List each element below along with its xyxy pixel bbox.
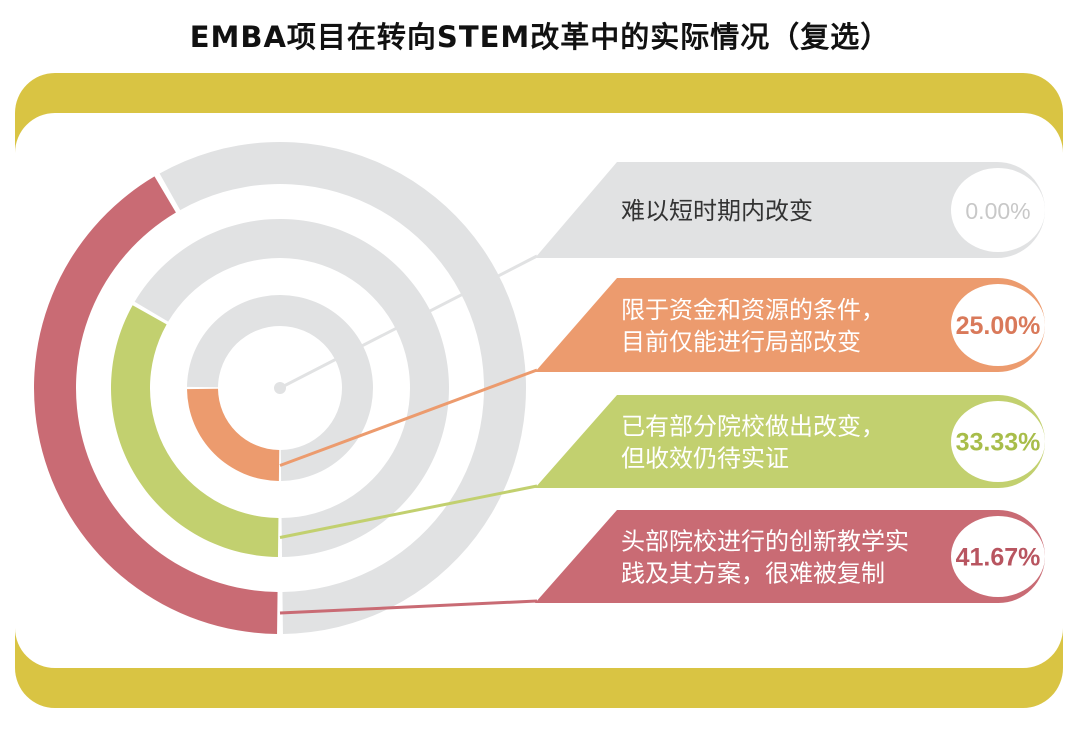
callout-box bbox=[535, 510, 1045, 603]
leader-line bbox=[279, 484, 538, 539]
callout-0: 0.00% 难以短时期内改变 bbox=[274, 162, 1045, 394]
track-3 bbox=[159, 142, 527, 634]
category-label: 践及其方案，很难被复制 bbox=[621, 560, 885, 588]
category-label: 难以短时期内改变 bbox=[621, 197, 813, 225]
center-dot bbox=[274, 382, 286, 394]
value-label: 0.00% bbox=[965, 198, 1030, 224]
leader-line bbox=[279, 254, 538, 390]
category-label: 目前仅能进行局部改变 bbox=[621, 328, 861, 356]
category-label: 已有部分院校做出改变， bbox=[621, 413, 885, 441]
callout-box bbox=[535, 278, 1045, 372]
value-badge bbox=[951, 401, 1045, 482]
callout-1: 25.00% 限于资金和资源的条件， 目前仅能进行局部改变 bbox=[279, 278, 1045, 467]
callout-box bbox=[535, 162, 1045, 258]
value-label: 41.67% bbox=[956, 544, 1041, 572]
track-1 bbox=[187, 295, 373, 481]
callout-2: 33.33% 已有部分院校做出改变， 但收效仍待实证 bbox=[279, 395, 1045, 539]
value-badge bbox=[951, 168, 1045, 252]
category-label: 头部院校进行的创新教学实 bbox=[621, 528, 909, 556]
bar-1 bbox=[187, 388, 280, 481]
chart-title: EMBA项目在转向STEM改革中的实际情况（复选） bbox=[189, 20, 891, 54]
callout-box bbox=[535, 395, 1045, 488]
category-label: 限于资金和资源的条件， bbox=[621, 296, 885, 324]
value-label: 33.33% bbox=[956, 429, 1041, 457]
bar-2 bbox=[111, 305, 279, 557]
value-badge bbox=[951, 284, 1045, 366]
value-label: 25.00% bbox=[956, 312, 1041, 340]
category-label: 但收效仍待实证 bbox=[621, 445, 789, 473]
value-badge bbox=[951, 516, 1045, 597]
leader-line bbox=[279, 368, 538, 467]
leader-line bbox=[279, 599, 538, 615]
bar-3 bbox=[34, 176, 278, 634]
